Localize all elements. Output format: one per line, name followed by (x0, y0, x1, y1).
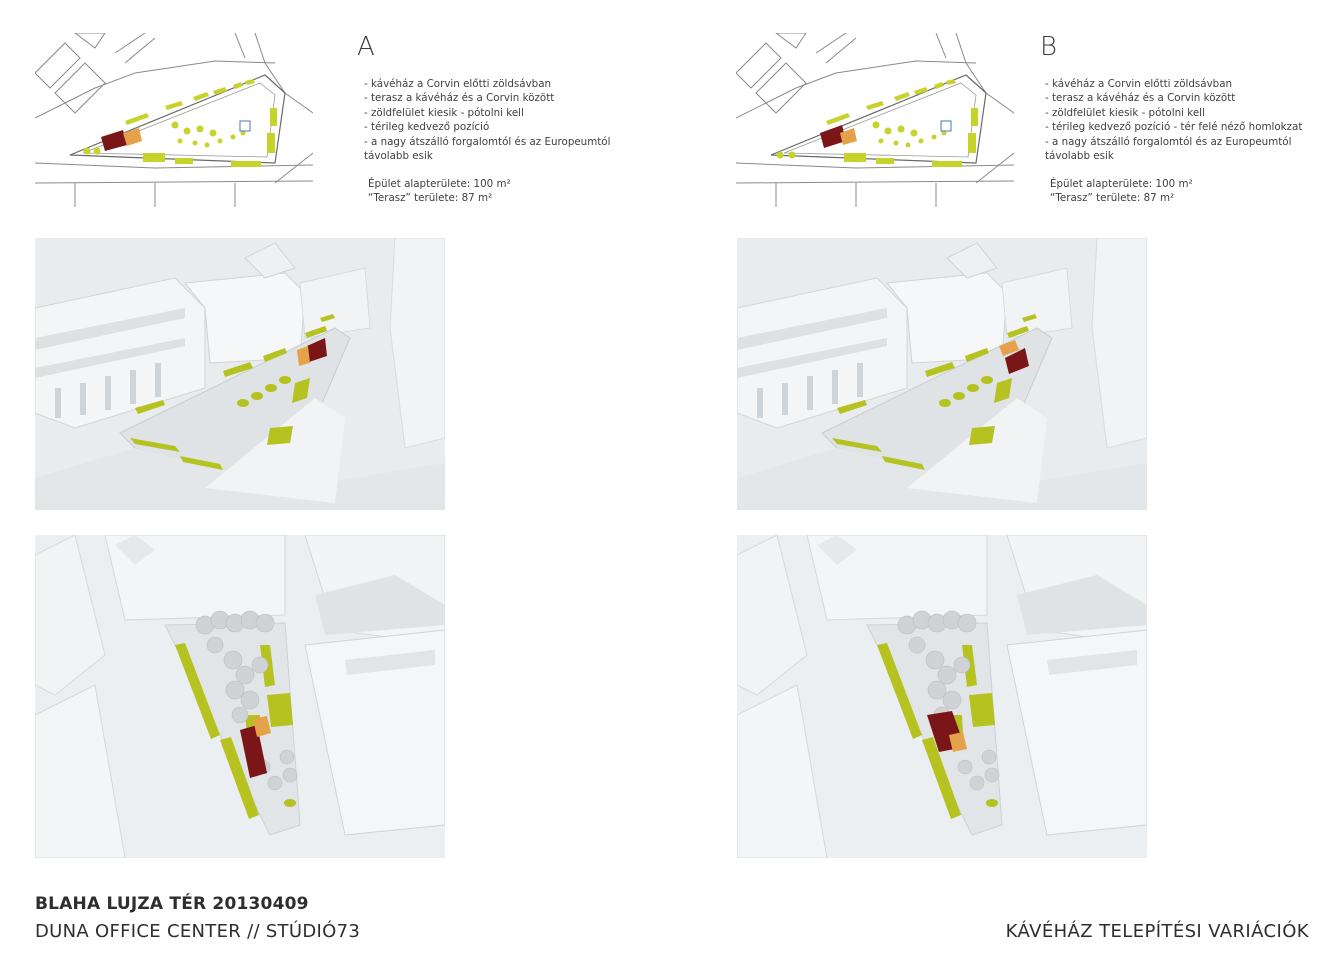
site-plan-a (35, 33, 313, 207)
bullet-item: - kávéház a Corvin előtti zöldsávban (1045, 78, 1233, 90)
bullet-item: távolabb esik (1045, 150, 1114, 163)
aerial-render-west (737, 238, 1147, 510)
bullet-item: - zöldfelület kiesik - pótolni kell (1045, 106, 1205, 119)
bullet-item: - a nagy átszálló forgalomtól és az Euro… (364, 135, 611, 148)
project-subtitle: DUNA OFFICE CENTER // STÚDIÓ73 (35, 921, 361, 942)
terrace-area: “Terasz” területe: 87 m² (1050, 192, 1175, 205)
building-footprint: Épület alapterülete: 100 m² (368, 178, 511, 190)
bullet-item: - zöldfelület kiesik - pótolni kell (364, 106, 524, 119)
bullet-item: távolabb esik (364, 150, 433, 163)
area-figures: Épület alapterülete: 100 m² “Terasz” ter… (1050, 177, 1193, 206)
variant-b: B - kávéház a Corvin előtti zöldsávban -… (700, 0, 1331, 880)
bullet-item: - a nagy átszálló forgalomtól és az Euro… (1045, 135, 1292, 148)
aerial-render-north (35, 535, 445, 858)
bullet-item: - térileg kedvező pozíció (364, 121, 490, 134)
bullet-item: - kávéház a Corvin előtti zöldsávban (364, 78, 552, 90)
bullet-item: - terasz a kávéház és a Corvin között (364, 92, 555, 105)
aerial-render-north (737, 535, 1147, 858)
terrace-area: “Terasz” területe: 87 m² (368, 192, 493, 205)
variant-letter: A (357, 32, 375, 62)
project-title: BLAHA LUJZA TÉR 20130409 (35, 894, 309, 914)
variant-letter: B (1040, 32, 1058, 62)
site-plan-b (736, 33, 1014, 207)
sheet-title: KÁVÉHÁZ TELEPÍTÉSI VARIÁCIÓK (1005, 921, 1309, 942)
aerial-render-west (35, 238, 445, 510)
variant-bullets: - kávéház a Corvin előtti zöldsávban - t… (364, 77, 664, 163)
building-footprint: Épület alapterülete: 100 m² (1050, 178, 1193, 190)
variant-bullets: - kávéház a Corvin előtti zöldsávban - t… (1045, 77, 1331, 163)
area-figures: Épület alapterülete: 100 m² “Terasz” ter… (368, 177, 511, 206)
bullet-item: - terasz a kávéház és a Corvin között (1045, 92, 1236, 105)
bullet-item: - térileg kedvező pozíció - tér felé néz… (1045, 121, 1303, 134)
variant-a: A - kávéház a Corvin előtti zöldsávban -… (0, 0, 640, 880)
